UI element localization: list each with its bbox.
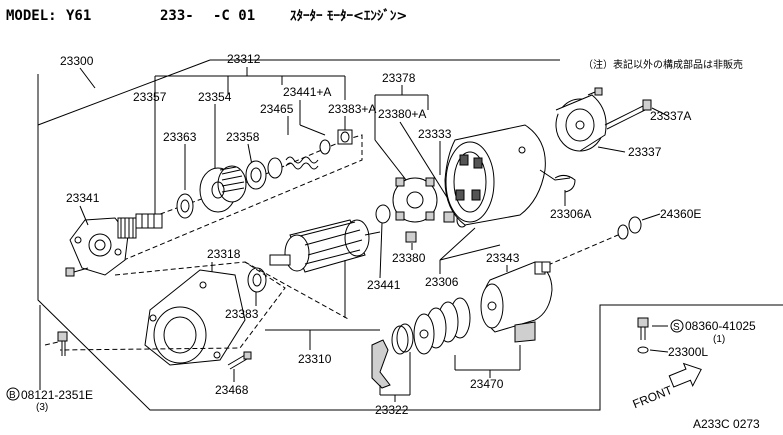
label-23333: 23333 <box>418 127 452 141</box>
label-23380: 23380 <box>392 251 426 265</box>
non-sale-note: （注）表記以外の構成部品は非販売 <box>583 58 743 71</box>
label-23383A: 23383+A <box>328 102 376 116</box>
label-23337: 23337 <box>628 145 662 159</box>
sub-code: -C 01 <box>213 8 255 24</box>
bearing-23383 <box>247 267 267 293</box>
label-23354: 23354 <box>198 90 232 104</box>
label-23318: 23318 <box>207 247 241 261</box>
bolt-08121 <box>57 331 68 356</box>
label-23322: 23322 <box>375 403 409 417</box>
armature-washer-23441 <box>375 204 391 224</box>
brush-23380A <box>443 211 455 223</box>
overrunning-clutch-23354 <box>199 165 247 213</box>
label-23337A: 23337A <box>650 109 691 123</box>
label-23300L: 23300L <box>668 345 708 359</box>
ring-seal <box>267 157 283 179</box>
bolt-08360-prefix: S <box>673 322 680 333</box>
label-23357: 23357 <box>133 90 167 104</box>
label-23380A: 23380+A <box>378 107 426 121</box>
label-23312: 23312 <box>227 52 261 66</box>
label-23310: 23310 <box>298 352 332 366</box>
small-bolt-icon <box>65 267 89 277</box>
label-23343: 23343 <box>486 251 520 265</box>
front-label: FRONT <box>631 383 675 412</box>
brush-23380 <box>405 231 417 243</box>
label-23441: 23441 <box>367 278 401 292</box>
figure-code: A233C 0273 <box>693 417 760 431</box>
ring-23441A <box>319 139 331 155</box>
cover-screw-icon <box>587 87 603 96</box>
model-label: MODEL: <box>6 8 57 24</box>
front-plate-23341 <box>69 217 129 276</box>
rear-cover-23337 <box>555 94 607 152</box>
bolt-prefix-letter: B <box>9 390 16 401</box>
bearing-23363 <box>176 193 194 219</box>
pinion-gear-23357 <box>117 213 163 239</box>
model-value: Y61 <box>66 8 91 24</box>
bolt-prefix-circle <box>6 387 20 401</box>
terminal-nut-24360E <box>617 216 642 240</box>
group-code: 233- <box>160 8 194 24</box>
armature-23310 <box>269 219 381 273</box>
label-23300: 23300 <box>60 54 94 68</box>
label-23465: 23465 <box>260 102 294 116</box>
label-23363: 23363 <box>163 130 197 144</box>
bearing-23383A <box>337 129 353 145</box>
field-lead-wire <box>554 174 576 193</box>
section-title: ｽﾀｰﾀｰ ﾓｰﾀｰ<ｴﾝｼﾞﾝ> <box>290 8 407 24</box>
spring-23465 <box>285 156 319 170</box>
label-08360-qty: (1) <box>713 334 725 345</box>
label-23358: 23358 <box>226 130 260 144</box>
plunger-set-23470 <box>413 297 471 355</box>
brush-holder-23378 <box>392 177 438 223</box>
assembly-outline <box>37 74 783 411</box>
label-23341: 23341 <box>66 191 100 205</box>
label-23306: 23306 <box>425 275 459 289</box>
label-23468: 23468 <box>215 383 249 397</box>
bolt-08360 <box>637 317 649 354</box>
housing-axis-dashed <box>59 261 286 351</box>
label-23383: 23383 <box>225 307 259 321</box>
label-23470: 23470 <box>470 377 504 391</box>
front-arrow-icon <box>668 362 702 388</box>
label-23441A: 23441+A <box>283 85 331 99</box>
label-08121: 08121-2351E <box>21 388 93 402</box>
yoke-23306 <box>444 124 571 226</box>
bolt-08360-prefix-circle <box>670 319 684 333</box>
label-08121-qty: (3) <box>36 402 48 413</box>
label-08360: 08360-41025 <box>685 319 756 333</box>
label-23378: 23378 <box>382 71 416 85</box>
through-bolt-23337A <box>604 99 652 130</box>
assembly-outline-top <box>37 59 211 126</box>
solenoid-23343 <box>480 261 553 333</box>
shift-lever-23322 <box>371 339 391 389</box>
label-23306A: 23306A <box>550 207 591 221</box>
washer-23300L <box>637 346 649 354</box>
gear-23358 <box>245 160 267 190</box>
screw-23468 <box>227 351 252 370</box>
shim-plate <box>514 321 536 343</box>
return-spring-icon <box>391 323 414 355</box>
label-24360E: 24360E <box>660 207 701 221</box>
